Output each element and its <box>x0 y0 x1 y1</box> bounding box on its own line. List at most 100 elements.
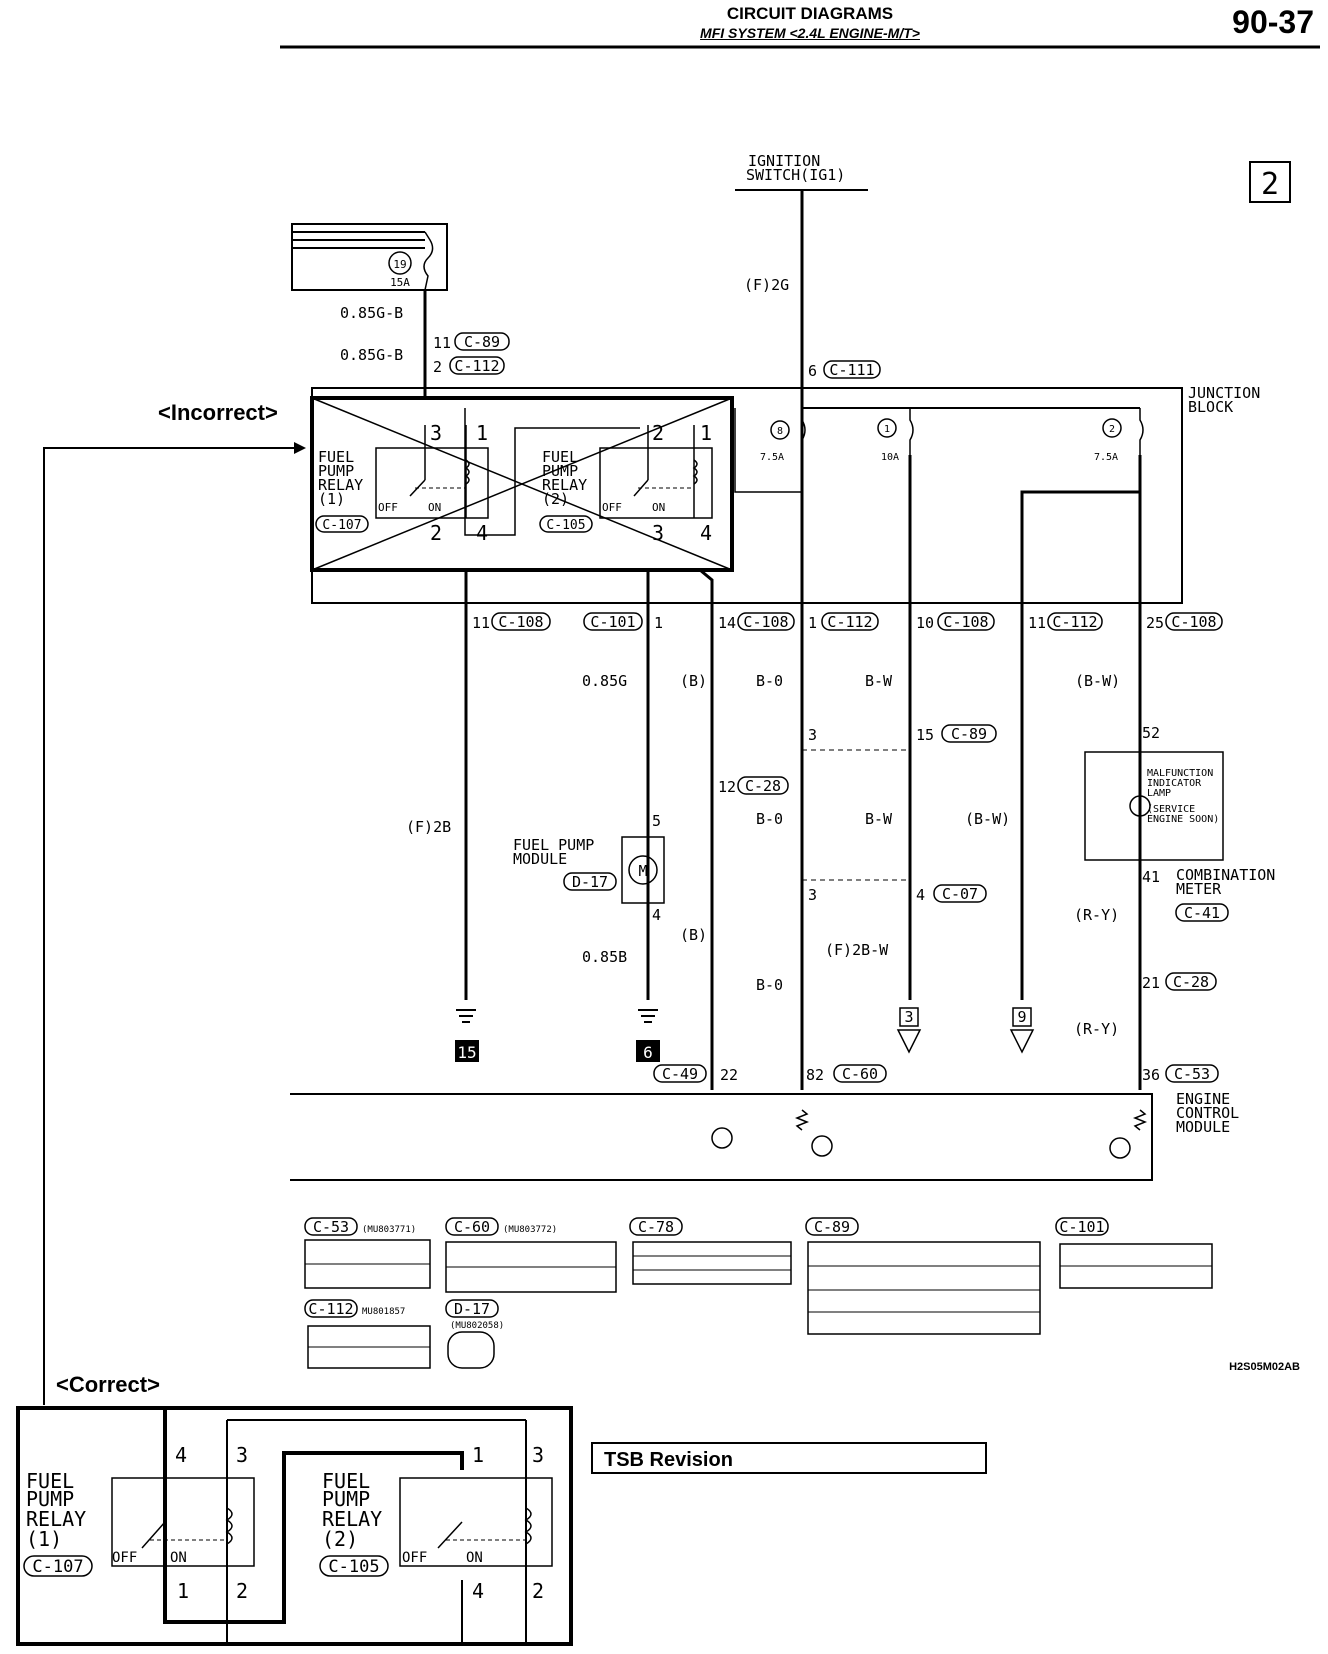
incorrect-pin-r1-3: 3 <box>430 421 442 445</box>
face-d17-name: D-17 <box>454 1300 490 1318</box>
ground-6-label: 6 <box>643 1043 653 1062</box>
wire-label-b-2: (B) <box>680 926 707 944</box>
correct-pin-r2-4: 4 <box>472 1579 484 1603</box>
relay2-incorrect-conn: C-105 <box>546 518 585 533</box>
pin-c89-11: 11 <box>433 334 451 352</box>
ignition-switch: IGNITION SWITCH(IG1) <box>735 152 868 191</box>
relay2-incorrect-label-2: PUMP <box>542 462 578 480</box>
conn-c108-a: C-108 <box>498 613 543 631</box>
face-c60-name: C-60 <box>454 1218 490 1236</box>
pin-c28-12: 12 <box>718 778 736 796</box>
connector-faces: C-53 (MU803771) C-60 (MU803772) C-78 C-8… <box>304 1217 1213 1369</box>
face-c89-name: C-89 <box>814 1218 850 1236</box>
wire-label-pbw-2: (B-W) <box>965 810 1010 828</box>
pin-c89-15: 15 <box>916 726 934 744</box>
svg-text:1: 1 <box>884 424 890 435</box>
face-c101-name: C-101 <box>1059 1218 1104 1236</box>
pin-c101-1: 1 <box>654 614 663 632</box>
pin-c111-6: 6 <box>808 362 817 380</box>
face-c53-name: C-53 <box>313 1218 349 1236</box>
conn-c89: C-89 <box>464 333 500 351</box>
face-c112-part: MU801857 <box>362 1307 405 1317</box>
combination-meter-label-1: COMBINATION <box>1176 866 1275 884</box>
conn-c60: C-60 <box>842 1065 878 1083</box>
reference-code: H2S05M02AB <box>1229 1361 1300 1373</box>
wire-label-085gb-1: 0.85G-B <box>340 304 403 322</box>
incorrect-relay-box: FUEL PUMP RELAY (1) C-107 OFF ON FUEL PU… <box>310 396 734 572</box>
correct-pin-r1-1: 1 <box>177 1579 189 1603</box>
svg-text:7.5A: 7.5A <box>1094 452 1118 463</box>
svg-text:ENGINE SOON): ENGINE SOON) <box>1147 814 1219 825</box>
wire-label-ry-1: (R-Y) <box>1074 906 1119 924</box>
face-c53-part: (MU803771) <box>362 1225 416 1235</box>
conn-c53: C-53 <box>1174 1065 1210 1083</box>
pin-36: 36 <box>1142 1066 1160 1084</box>
conn-c112-b: C-112 <box>827 613 872 631</box>
wire-relay-feed <box>734 408 802 493</box>
page-number: 90-37 <box>1232 4 1314 40</box>
pin-c07-4: 4 <box>916 886 925 904</box>
relay2-correct-label-2: PUMP <box>322 1487 370 1511</box>
relay1-correct-on: ON <box>170 1550 187 1566</box>
wire-label-f2bw: (F)2B-W <box>825 941 889 959</box>
fpm-conn: D-17 <box>572 873 608 891</box>
relay2-correct-label-3: RELAY <box>322 1507 382 1531</box>
wire-label-085gb-2: 0.85G-B <box>340 346 403 364</box>
pin-22: 22 <box>720 1066 738 1084</box>
svg-text:8: 8 <box>777 426 783 437</box>
svg-text:7.5A: 7.5A <box>760 452 784 463</box>
fuse-8: 8 7.5A <box>760 420 790 463</box>
wire-label-085b: 0.85B <box>582 948 627 966</box>
conn-c41: C-41 <box>1184 904 1220 922</box>
pin-c108-11: 11 <box>472 614 490 632</box>
conn-c28-b: C-28 <box>1173 973 1209 991</box>
fuse19-label: 19 <box>393 258 406 271</box>
fuel-pump-module: M FUEL PUMP MODULE D-17 5 4 <box>513 812 665 924</box>
correct-pin-r1-3: 3 <box>236 1443 248 1467</box>
engine-control-module: ENGINE CONTROL MODULE <box>290 1090 1239 1181</box>
relay1-incorrect-label-2: PUMP <box>318 462 354 480</box>
incorrect-pin-r1-2: 2 <box>430 521 442 545</box>
svg-text:10A: 10A <box>881 452 899 463</box>
conn-c111: C-111 <box>829 361 874 379</box>
wire-label-ry-2: (R-Y) <box>1074 1020 1119 1038</box>
incorrect-pin-r2-2: 2 <box>652 421 664 445</box>
pin-c28-21: 21 <box>1142 974 1160 992</box>
sheet-number: 2 <box>1261 167 1279 202</box>
relay1-incorrect-label-4: (1) <box>318 490 345 508</box>
motor-symbol: M <box>638 862 647 880</box>
relay2-incorrect-on: ON <box>652 501 665 514</box>
incorrect-pin-r1-4: 4 <box>476 521 488 545</box>
fuse19-amp: 15A <box>390 276 410 289</box>
incorrect-pin-r1-1: 1 <box>476 421 488 445</box>
correct-pin-r2-3: 3 <box>532 1443 544 1467</box>
correct-pin-r2-2: 2 <box>532 1579 544 1603</box>
conn-c112-c: C-112 <box>1052 613 1097 631</box>
conn-c108-b: C-108 <box>743 613 788 631</box>
fpm-pin-5: 5 <box>652 812 661 830</box>
wire-label-pbw-1: (B-W) <box>1075 672 1120 690</box>
fpm-label-1: FUEL PUMP <box>513 836 594 854</box>
relay1-correct-label-4: (1) <box>26 1527 62 1551</box>
relay2-incorrect-off: OFF <box>602 501 622 514</box>
conn-c49: C-49 <box>662 1065 698 1083</box>
wire-label-b-1: (B) <box>680 672 707 690</box>
relay2-correct-off: OFF <box>402 1550 427 1566</box>
incorrect-label: <Incorrect> <box>158 400 278 425</box>
relay1-incorrect-label-1: FUEL <box>318 448 354 466</box>
combination-meter-label-2: METER <box>1176 880 1222 898</box>
conn-c108-d: C-108 <box>1171 613 1216 631</box>
face-c112-name: C-112 <box>308 1300 353 1318</box>
relay1-incorrect-on: ON <box>428 501 441 514</box>
tsb-revision-box: TSB Revision <box>591 1442 987 1474</box>
svg-text:INDICATOR: INDICATOR <box>1147 778 1202 789</box>
fpm-pin-4: 4 <box>652 906 661 924</box>
correct-label: <Correct> <box>56 1372 160 1397</box>
relay1-correct-label-1: FUEL <box>26 1469 74 1493</box>
relay2-incorrect-label-3: RELAY <box>542 476 587 494</box>
relay1-correct-label-3: RELAY <box>26 1507 86 1531</box>
correct-pin-r1-2: 2 <box>236 1579 248 1603</box>
ground-15-label: 15 <box>457 1043 476 1062</box>
wire-label-bw-1: B-W <box>865 672 893 690</box>
